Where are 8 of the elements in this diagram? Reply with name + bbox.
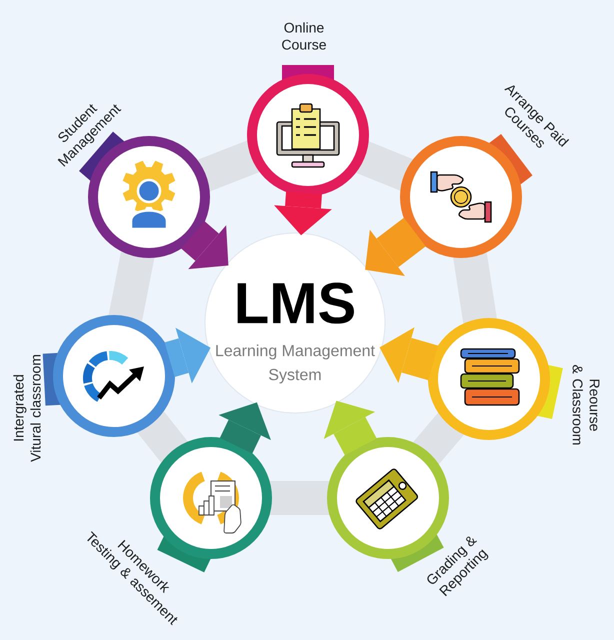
module-label: Reourse & Classroom [572, 365, 600, 445]
arrow [365, 218, 426, 276]
module-label: Online Course [282, 22, 326, 50]
module-label: Intergrated Vitural classroom [13, 355, 41, 462]
arrow [164, 328, 211, 384]
arrow [274, 192, 332, 236]
arrow [380, 327, 438, 384]
arrow [181, 221, 228, 270]
